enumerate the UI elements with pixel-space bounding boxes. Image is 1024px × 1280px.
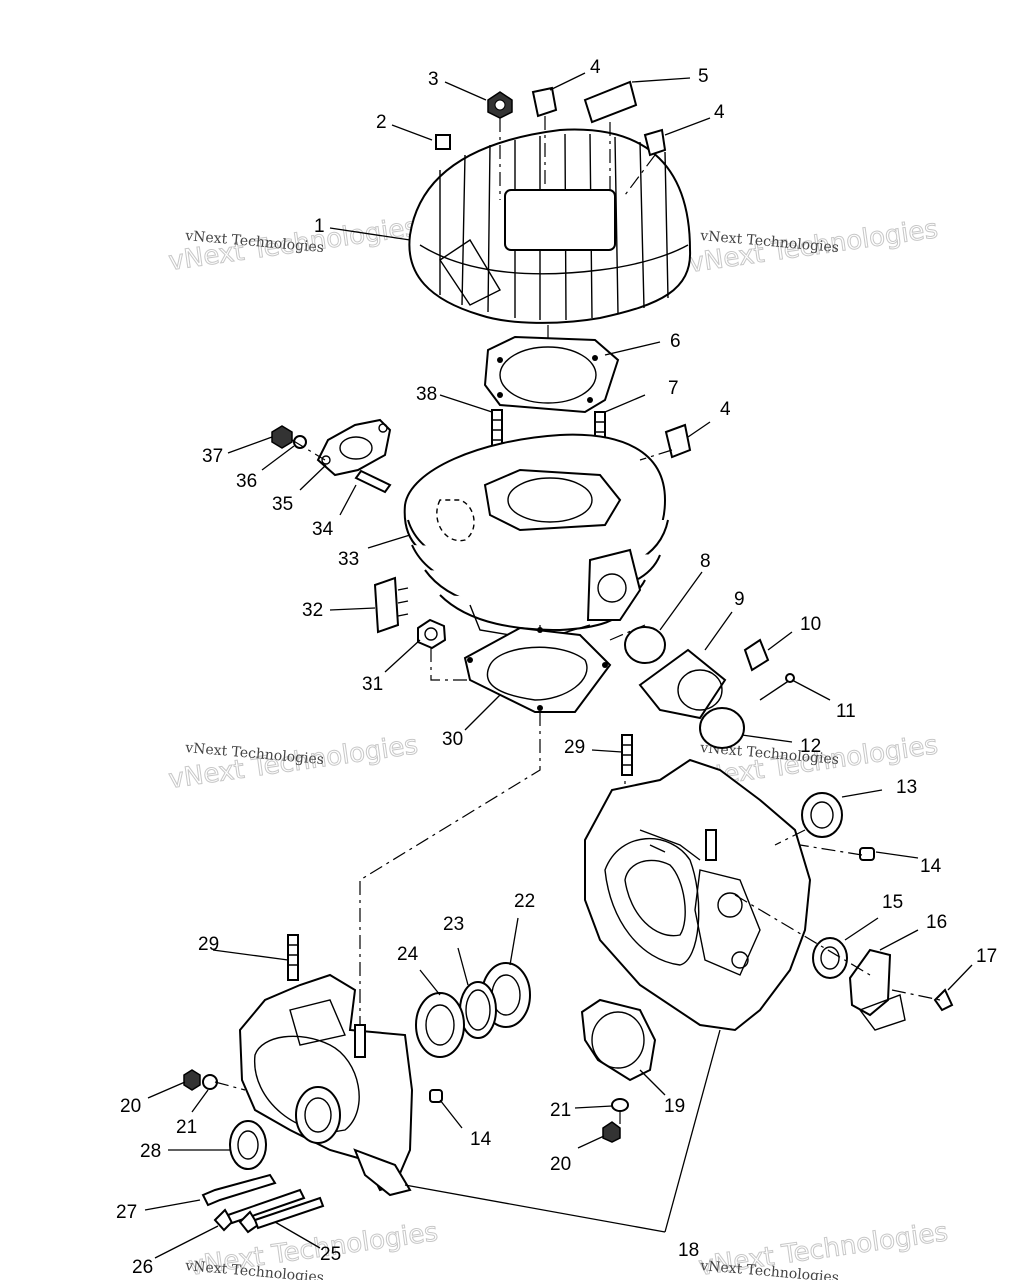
intake-assembly — [609, 624, 795, 749]
stud-34 — [354, 469, 392, 494]
callout-5: 5 — [698, 66, 709, 87]
callout-18: 18 — [678, 1240, 699, 1261]
terminal-block-32 — [373, 576, 409, 634]
bolt-20b — [602, 1121, 621, 1143]
washer-21a — [202, 1074, 218, 1090]
callout-2: 2 — [376, 112, 387, 133]
screw-11 — [759, 679, 791, 701]
head-gasket — [483, 335, 620, 414]
boot-9 — [638, 648, 727, 720]
left-hardware — [183, 1069, 443, 1234]
callout-8: 8 — [700, 551, 711, 572]
callout-38: 38 — [416, 384, 437, 405]
callout-4c: 4 — [720, 399, 731, 420]
callout-14b: 14 — [920, 856, 942, 877]
seal-28 — [229, 1120, 267, 1170]
callout-21a: 21 — [176, 1117, 197, 1138]
callout-7: 7 — [668, 378, 679, 399]
base-gasket — [463, 626, 612, 713]
callout-17: 17 — [976, 946, 997, 967]
callout-32: 32 — [302, 600, 323, 621]
callout-37: 37 — [202, 446, 223, 467]
stud-29a — [287, 934, 299, 981]
clip-4a — [531, 86, 558, 118]
crankcase-left — [238, 934, 414, 1197]
callout-28: 28 — [140, 1141, 161, 1162]
callout-15: 15 — [882, 892, 903, 913]
right-gasket — [580, 998, 657, 1143]
callout-34: 34 — [312, 519, 334, 540]
callout-13: 13 — [896, 777, 917, 798]
clamp-12 — [699, 707, 745, 749]
callout-9: 9 — [734, 589, 745, 610]
callout-16: 16 — [926, 912, 947, 933]
washer-21b — [611, 1098, 629, 1112]
callout-4b: 4 — [714, 102, 725, 123]
callout-3: 3 — [428, 69, 439, 90]
crankcase-right — [584, 734, 812, 1032]
callout-numbers: 1 2 3 4 5 4 6 7 38 4 37 36 35 34 33 32 3… — [116, 57, 997, 1278]
screw-27 — [201, 1173, 277, 1207]
flange-35 — [316, 418, 392, 477]
callout-25: 25 — [320, 1244, 341, 1265]
callout-1: 1 — [314, 216, 325, 237]
callout-19: 19 — [664, 1096, 685, 1117]
fitting-10 — [743, 638, 770, 672]
head-hardware — [435, 80, 667, 345]
right-seals — [774, 792, 875, 861]
callout-29a: 29 — [198, 934, 219, 955]
dowel-14b — [859, 847, 875, 861]
plug-2 — [435, 134, 451, 150]
callout-31: 31 — [362, 674, 383, 695]
leader-lines — [144, 72, 973, 1259]
cylinder-head — [408, 128, 692, 324]
callout-36: 36 — [236, 471, 257, 492]
clip-4c — [664, 423, 692, 459]
main-bearings — [415, 962, 531, 1058]
callout-20b: 20 — [550, 1154, 571, 1175]
callout-26: 26 — [132, 1257, 153, 1278]
screw-17 — [933, 988, 954, 1012]
callout-14a: 14 — [470, 1129, 492, 1150]
callout-4a: 4 — [590, 57, 601, 78]
callout-33: 33 — [338, 549, 359, 570]
bolt-20a — [183, 1069, 201, 1091]
dowel-14a — [429, 1089, 443, 1103]
callout-22: 22 — [514, 891, 535, 912]
cylinder — [403, 433, 669, 641]
callout-24: 24 — [397, 944, 419, 965]
clip-4b — [643, 128, 667, 157]
callout-27: 27 — [116, 1202, 137, 1223]
callout-21b: 21 — [550, 1100, 571, 1121]
callout-11: 11 — [836, 701, 856, 722]
right-cover — [734, 894, 954, 1031]
callout-20a: 20 — [120, 1096, 141, 1117]
callout-29b: 29 — [564, 737, 585, 758]
callout-35: 35 — [272, 494, 293, 515]
callout-6: 6 — [670, 331, 681, 352]
nut-37 — [271, 425, 293, 449]
callout-30: 30 — [442, 729, 463, 750]
washer-36 — [293, 435, 307, 449]
callout-10: 10 — [800, 614, 821, 635]
terminal-5 — [583, 80, 638, 124]
callout-12: 12 — [800, 736, 821, 757]
exhaust-hardware — [271, 418, 392, 494]
callout-23: 23 — [443, 914, 464, 935]
